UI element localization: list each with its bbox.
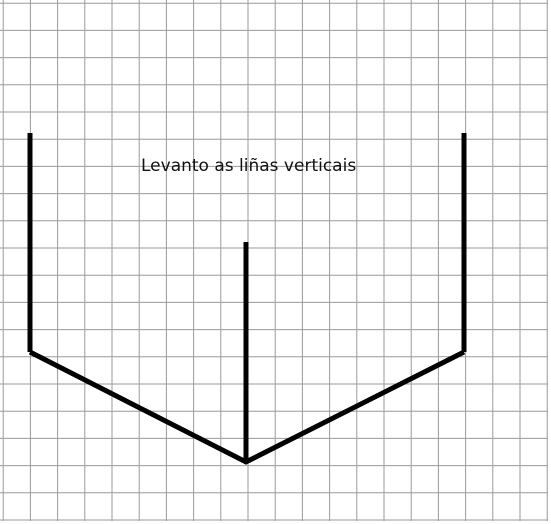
caption-text: Levanto as liñas verticais <box>141 156 356 176</box>
construction-lines <box>27 133 467 465</box>
base-v-lines <box>28 349 466 465</box>
